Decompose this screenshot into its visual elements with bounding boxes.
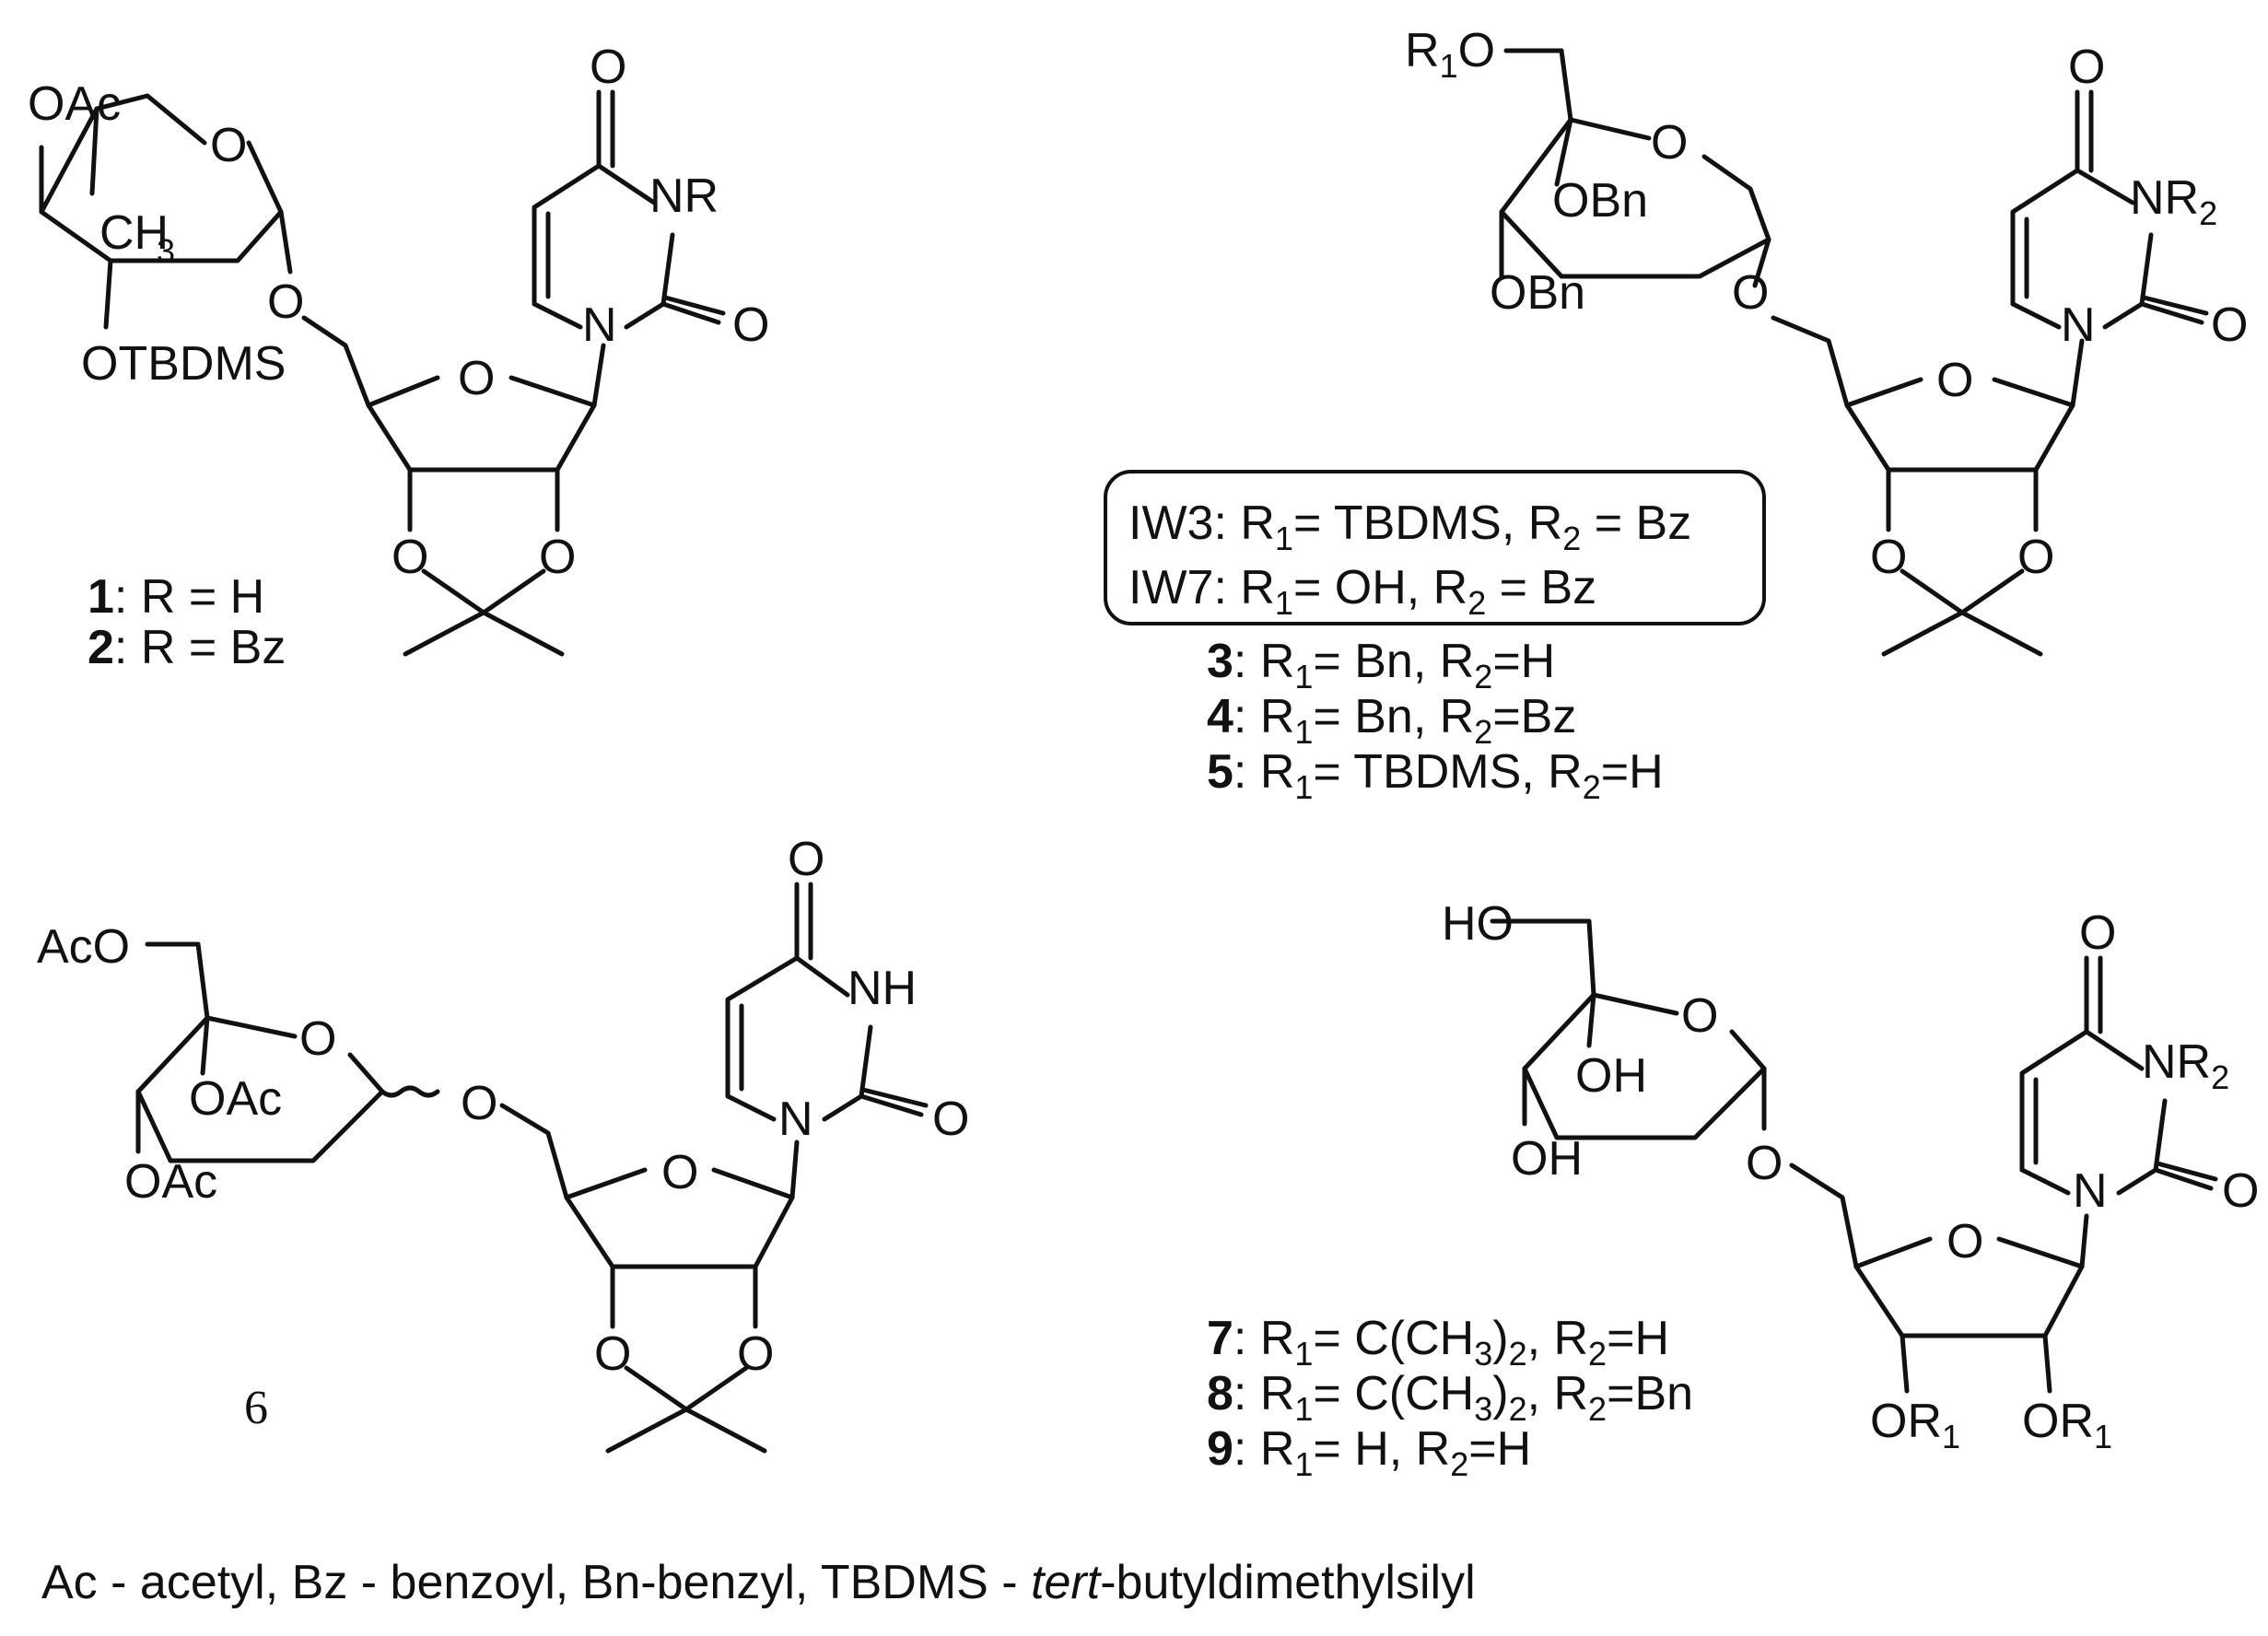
atom-o-right: O	[737, 1327, 774, 1381]
compound-7-label: 7: R1= C(CH3)2, R2=H	[1207, 1312, 1669, 1373]
atom-oac: OAc	[28, 77, 121, 131]
structure-7-9-bonds	[1490, 918, 2218, 1394]
atom-o: O	[210, 119, 247, 172]
atom-otbdms: OTBDMS	[81, 337, 286, 391]
structure-1-2-bonds	[39, 89, 726, 657]
atom-o-carbonyl: O	[2211, 298, 2248, 352]
atom-o-link: O	[1732, 266, 1769, 320]
atom-o-link: O	[461, 1077, 497, 1130]
atom-o-ring: O	[299, 1012, 336, 1066]
iw-label-box	[1104, 470, 1766, 625]
atom-ho: HO	[1442, 897, 1514, 951]
structure-6-atoms: AcO O OAc OAc O O O O N NH O O	[37, 833, 969, 1381]
atom-oh-lower: OH	[1511, 1132, 1583, 1186]
atom-oac-upper: OAc	[189, 1072, 282, 1126]
abbreviations-footer: Ac - acetyl, Bz - benzoyl, Bn-benzyl, TB…	[41, 1556, 1476, 1609]
atom-o-link: O	[1746, 1137, 1783, 1190]
compound-7-9-labels: 7: R1= C(CH3)2, R2=H 8: R1= C(CH3)2, R2=…	[1207, 1312, 1693, 1483]
compound-4-label: 4: R1= Bn, R2=Bz	[1207, 690, 1576, 751]
atom-n1: N	[582, 298, 617, 352]
compound-1-label: 1: R = H	[88, 570, 264, 624]
atom-n1: N	[778, 1093, 813, 1146]
atom-n1: N	[2061, 298, 2096, 352]
atom-nr2: NR2	[2130, 171, 2217, 232]
atom-or1-left: OR1	[1870, 1395, 1960, 1455]
atom-nh: NH	[848, 962, 917, 1015]
atom-o-right: O	[2017, 531, 2054, 584]
atom-nr2: NR2	[2142, 1035, 2229, 1096]
structure-1-2-atoms: O OAc CH 3 OTBDMS O O O O N NR O O	[28, 41, 769, 584]
structure-3-5: R1O O OBn OBn O O O O N NR2 O O IW3: R1=…	[1104, 24, 2248, 806]
atom-o-left: O	[594, 1327, 631, 1381]
atom-o-carbonyl: O	[2222, 1164, 2259, 1218]
atom-ch: CH	[99, 206, 169, 260]
compound-9-label: 9: R1= H, R2=H	[1207, 1422, 1531, 1483]
atom-oh-upper: OH	[1575, 1049, 1647, 1103]
atom-o-ring: O	[1681, 989, 1718, 1043]
atom-o-ring: O	[1651, 116, 1688, 169]
structure-6-bonds	[135, 882, 929, 1454]
structure-3-5-bonds	[1499, 48, 2209, 657]
atom-or1-right: OR1	[2022, 1395, 2112, 1455]
structure-7-9-atoms: HO O OH OH O O OR1 OR1 N NR2 O O	[1442, 897, 2259, 1455]
compound-1-2-labels: 1: R = H 2: R = Bz	[88, 570, 286, 674]
atom-o-left: O	[392, 531, 428, 584]
atom-o-ribose: O	[458, 352, 495, 405]
atom-o-top: O	[788, 833, 824, 886]
atom-obn-upper: OBn	[1552, 174, 1648, 228]
atom-o-carbonyl: O	[932, 1093, 969, 1146]
compound-2-label: 2: R = Bz	[88, 621, 286, 674]
atom-oac-lower: OAc	[124, 1155, 217, 1209]
atom-o-top: O	[2079, 906, 2116, 960]
structure-1-2: O OAc CH 3 OTBDMS O O O O N NR O O 1: R …	[28, 41, 769, 674]
atom-o-link: O	[267, 275, 304, 329]
atom-o-top: O	[590, 41, 626, 94]
atom-o-ribose: O	[1936, 354, 1973, 407]
atom-o-carbonyl: O	[732, 298, 769, 352]
compound-3-label: 3: R1= Bn, R2=H	[1207, 635, 1555, 695]
iw3-label: IW3: R1= TBDMS, R2 = Bz	[1128, 497, 1691, 557]
compound-6-label: 6	[244, 1382, 268, 1434]
atom-n1: N	[2073, 1164, 2108, 1218]
structure-3-5-atoms: R1O O OBn OBn O O O O N NR2 O O	[1405, 24, 2248, 584]
compound-5-label: 5: R1= TBDMS, R2=H	[1207, 745, 1664, 806]
atom-o-ribose: O	[661, 1146, 698, 1199]
structure-7-9: HO O OH OH O O OR1 OR1 N NR2 O O 7: R1= …	[1207, 897, 2259, 1483]
iw7-label: IW7: R1= OH, R2 = Bz	[1128, 561, 1596, 622]
atom-o-top: O	[2068, 41, 2105, 94]
atom-nr: NR	[649, 169, 719, 223]
atom-obn-lower: OBn	[1490, 266, 1585, 320]
structure-6: AcO O OAc OAc O O O O N NH O O 6	[37, 833, 969, 1454]
atom-o-left: O	[1870, 531, 1907, 584]
atom-sub3: 3	[157, 232, 175, 270]
atom-aco: AcO	[37, 920, 130, 974]
atom-o-right: O	[539, 531, 576, 584]
compound-8-label: 8: R1= C(CH3)2, R2=Bn	[1207, 1367, 1693, 1428]
atom-o-ribose: O	[1947, 1215, 1983, 1268]
compound-3-5-labels: IW3: R1= TBDMS, R2 = Bz IW7: R1= OH, R2 …	[1104, 470, 1766, 806]
atom-r1o: R1O	[1405, 24, 1495, 85]
